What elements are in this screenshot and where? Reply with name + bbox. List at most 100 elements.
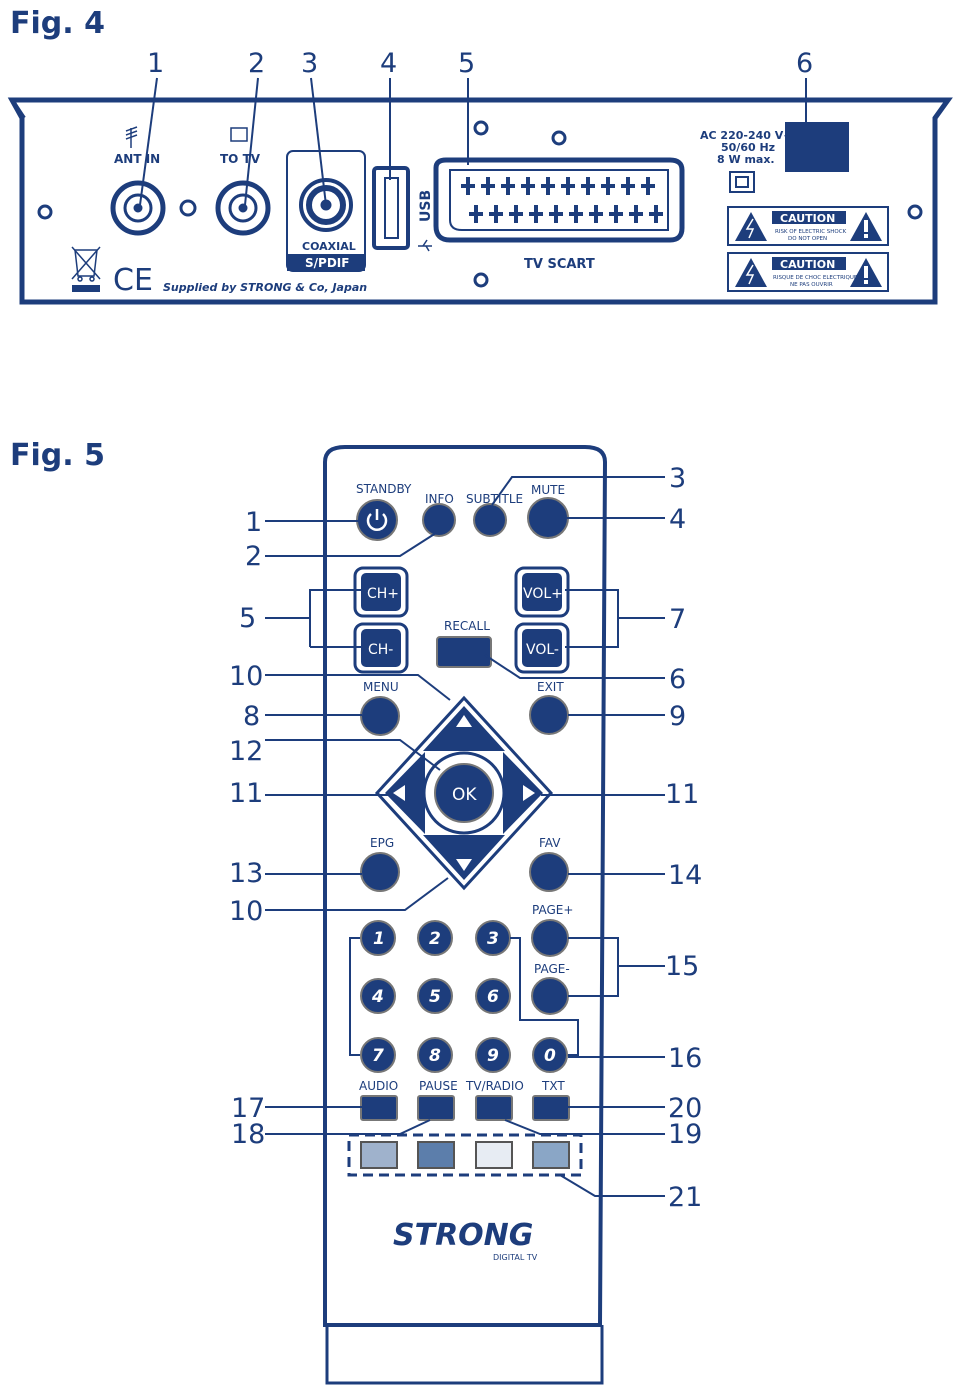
digit-5-label: 5: [429, 987, 441, 1007]
scart-pin-bar: [481, 184, 495, 188]
scart-connector: [433, 157, 685, 243]
up-arrow-button[interactable]: [423, 706, 505, 751]
digit-2-button[interactable]: [417, 920, 453, 956]
tv-icon: [230, 127, 248, 142]
digit-6-button[interactable]: [475, 978, 511, 1014]
battery-cover: [325, 1325, 604, 1385]
digit-4-label: 4: [371, 987, 384, 1007]
fig5-callout-right-4: 6: [669, 664, 686, 695]
fig5-callout-right-6: 11: [665, 779, 699, 810]
blue-key-button[interactable]: [532, 1141, 570, 1169]
power-rating-line-3: 8 W max.: [717, 153, 775, 166]
page-up-button[interactable]: [531, 919, 569, 957]
pause-label: PAUSE: [419, 1079, 458, 1093]
audio-button[interactable]: [360, 1095, 398, 1121]
standby-button[interactable]: [356, 499, 398, 541]
fig5-callout-right-9: 16: [668, 1043, 702, 1074]
scart-pin-bar: [561, 184, 575, 188]
navigation-pad: OK: [374, 695, 554, 891]
fig5-callout-right-12: 21: [668, 1182, 702, 1213]
digit-1-button[interactable]: [360, 920, 396, 956]
spdif-label: S/PDIF: [305, 256, 349, 270]
subtitle-button[interactable]: [473, 503, 507, 537]
fig4-callout-1: 1: [147, 48, 164, 79]
yellow-key-button[interactable]: [475, 1141, 513, 1169]
digit-7-button[interactable]: [360, 1037, 396, 1073]
recall-button[interactable]: [436, 636, 492, 668]
scart-pin-bar: [529, 212, 543, 216]
scart-pin-bar: [609, 212, 623, 216]
txt-button[interactable]: [532, 1095, 570, 1121]
scart-pin-bar: [549, 212, 563, 216]
tv-radio-button[interactable]: [475, 1095, 513, 1121]
scart-pin-bar: [581, 184, 595, 188]
down-arrow-button[interactable]: [423, 835, 505, 880]
fig5-callout-left-2: 2: [245, 541, 262, 572]
fig4-callout-6: 6: [796, 48, 813, 79]
digit-4-button[interactable]: [360, 978, 396, 1014]
scart-pin-bar: [569, 212, 583, 216]
fig5-callout-left-7: 11: [229, 778, 263, 809]
fig4-callout-2: 2: [248, 48, 265, 79]
scart-pin-bar: [601, 184, 615, 188]
number-pad: 1 2 3 4 5 6 7 8 9 0: [360, 920, 568, 1073]
scart-pin-bar: [509, 212, 523, 216]
usb-icon: [418, 239, 432, 252]
coaxial-label: COAXIAL: [302, 240, 356, 253]
fig5-callout-left-9: 10: [229, 896, 263, 927]
caution-title-en: CAUTION: [780, 212, 835, 225]
info-button[interactable]: [422, 503, 456, 537]
caution-line1-en: RISK OF ELECTRIC SHOCK: [775, 229, 847, 235]
digit-9-button[interactable]: [475, 1037, 511, 1073]
mute-button[interactable]: [527, 497, 569, 539]
ch-down-button[interactable]: [361, 629, 401, 667]
fig5-callout-left-1: 1: [245, 507, 262, 538]
fig5-callout-right-5: 9: [669, 701, 686, 732]
scart-pin-bar: [649, 212, 663, 216]
screw-hole-left: [37, 204, 53, 220]
digit-7-label: 7: [372, 1046, 384, 1066]
to-tv-connector: [215, 180, 271, 236]
red-key-button[interactable]: [360, 1141, 398, 1169]
right-arrow-icon: [523, 785, 535, 801]
page-down-button[interactable]: [531, 977, 569, 1015]
vol-up-label: VOL+: [523, 586, 563, 602]
green-key-button[interactable]: [417, 1141, 455, 1169]
caution-label-en: CAUTION RISK OF ELECTRIC SHOCK DO NOT OP…: [727, 206, 889, 246]
digit-5-button[interactable]: [417, 978, 453, 1014]
screw-hole-right: [907, 204, 923, 220]
caution-label-fr: CAUTION RISQUE DE CHOC ELECTRIQUE NE PAS…: [727, 252, 889, 292]
page-up-label: PAGE+: [532, 903, 573, 917]
menu-button[interactable]: [360, 696, 400, 736]
power-icon: [366, 513, 388, 531]
menu-label: MENU: [363, 680, 399, 694]
scart-pin-bar: [621, 184, 635, 188]
ok-button[interactable]: [434, 763, 494, 823]
ch-up-button[interactable]: [361, 573, 401, 611]
shock-hazard-icon: [735, 258, 767, 287]
ch-up-label: CH+: [367, 586, 399, 602]
digit-8-button[interactable]: [417, 1037, 453, 1073]
fig5-callout-right-10: 20: [668, 1093, 702, 1124]
tv-scart-label: TV SCART: [524, 257, 595, 272]
epg-button[interactable]: [360, 852, 400, 892]
color-keys-group: [347, 1133, 583, 1177]
vol-up-button[interactable]: [522, 573, 562, 611]
digit-2-label: 2: [429, 929, 441, 949]
pause-button[interactable]: [417, 1095, 455, 1121]
fig5-callout-right-11: 19: [668, 1119, 702, 1150]
digit-0-button[interactable]: [532, 1037, 568, 1073]
down-arrow-icon: [456, 859, 472, 871]
exit-button[interactable]: [529, 695, 569, 735]
spdif-label-bg: [287, 254, 365, 271]
fav-button[interactable]: [529, 852, 569, 892]
brand-logo: STRONG: [393, 1218, 533, 1253]
scart-pin-bar: [589, 212, 603, 216]
epg-label: EPG: [370, 836, 394, 850]
txt-label: TXT: [541, 1079, 565, 1093]
caution-line1-fr: RISQUE DE CHOC ELECTRIQUE: [773, 275, 858, 281]
vol-down-button[interactable]: [522, 629, 562, 667]
audio-label: AUDIO: [359, 1079, 398, 1093]
fig4-callout-3: 3: [301, 48, 318, 79]
fav-label: FAV: [539, 836, 561, 850]
